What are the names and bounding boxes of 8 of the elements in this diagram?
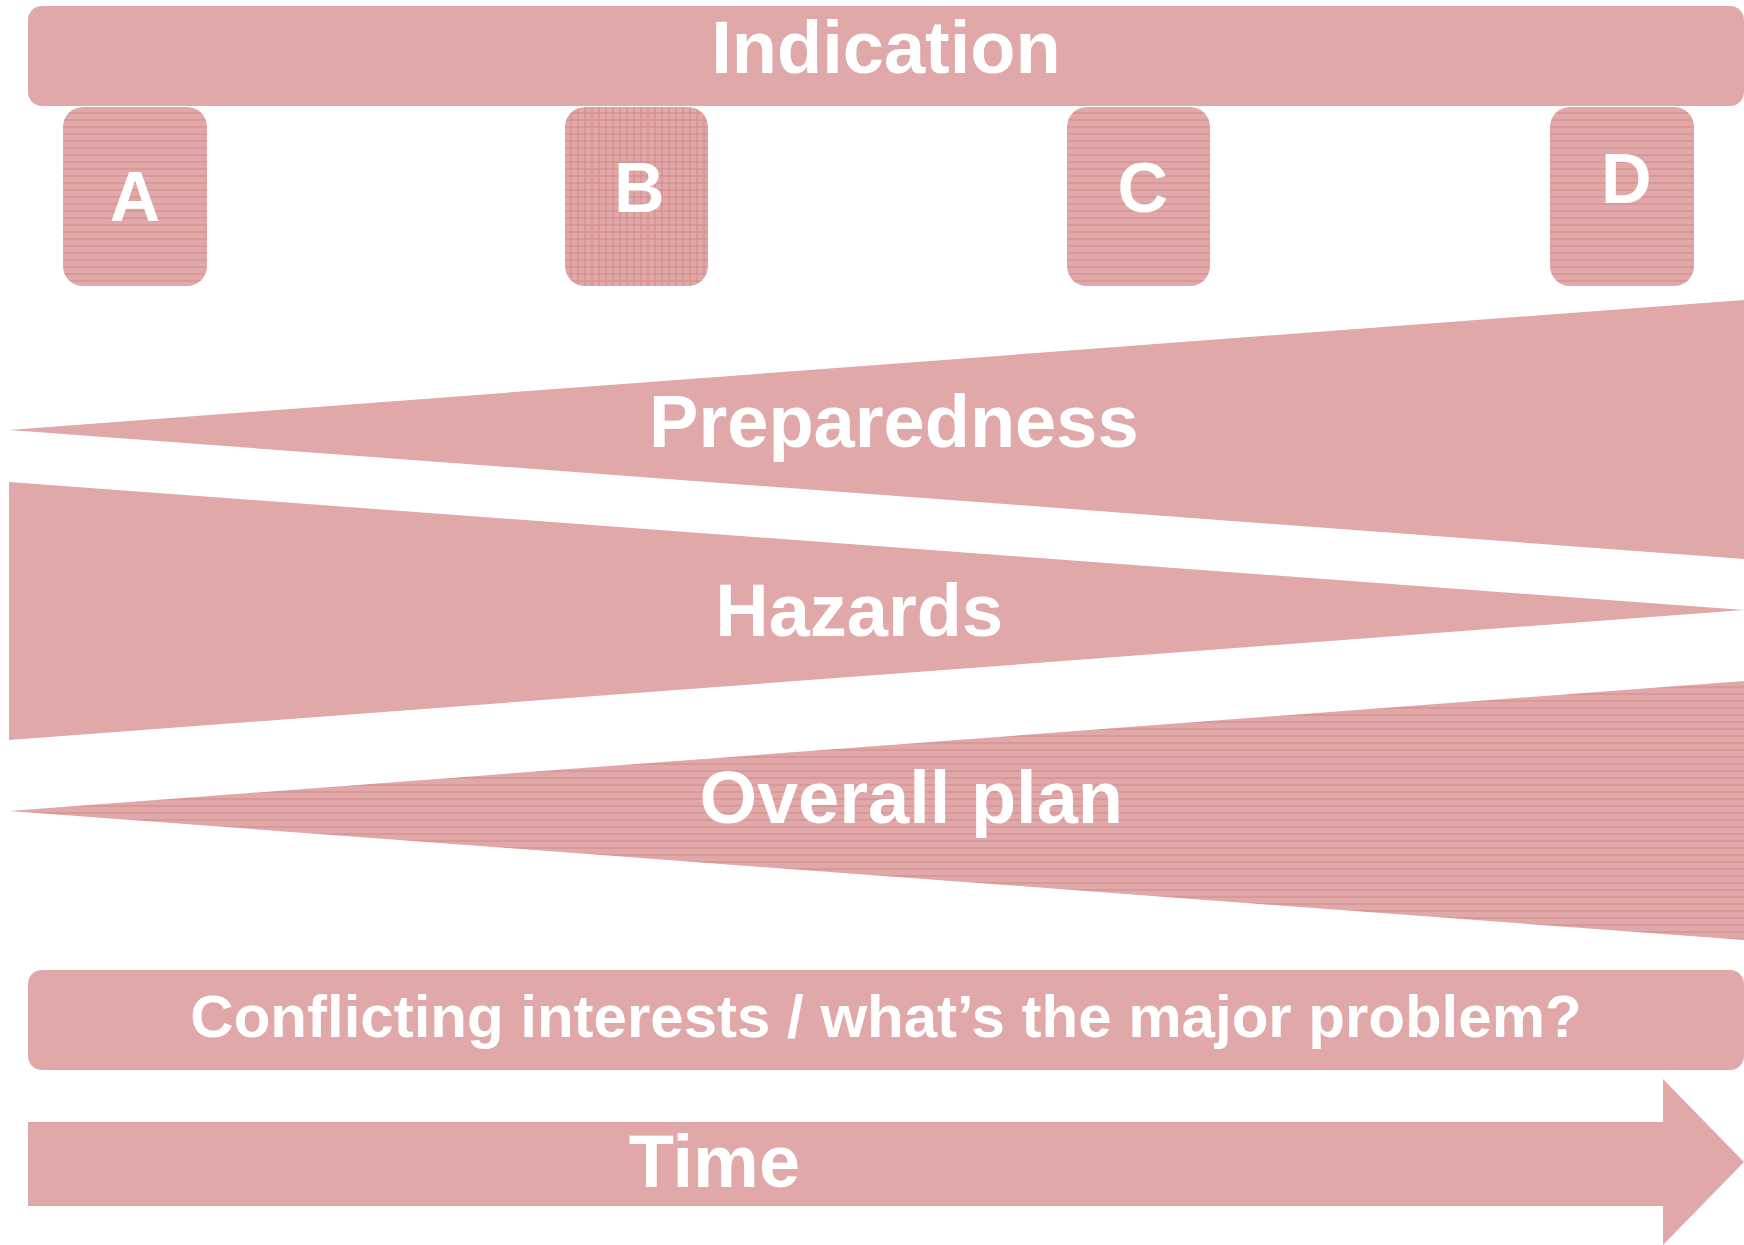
shape-label: D (1601, 143, 1652, 214)
shape-label: Hazards (715, 574, 1004, 648)
shape-label: Conflicting interests / what’s the major problem? (190, 987, 1582, 1047)
shape-label: Time (628, 1125, 801, 1199)
shape-label: C (1117, 152, 1169, 223)
shape-label: B (614, 152, 665, 223)
shape-label: A (109, 161, 161, 232)
shape-label: Indication (711, 11, 1061, 85)
